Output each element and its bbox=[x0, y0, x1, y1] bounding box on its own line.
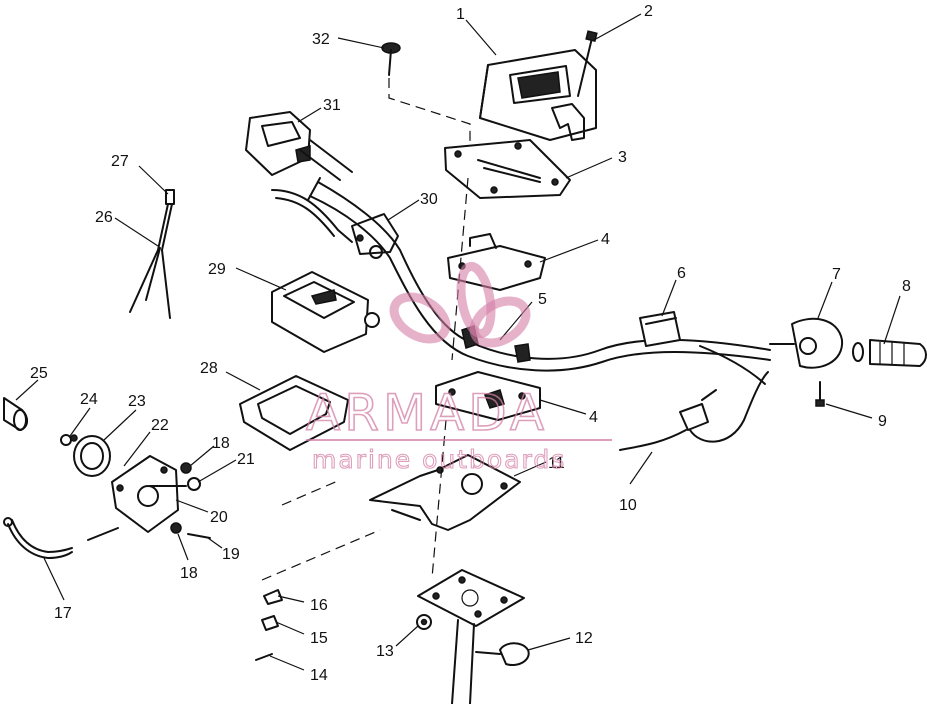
callout-30: 30 bbox=[420, 191, 438, 208]
callout-14: 14 bbox=[310, 667, 328, 684]
part-25-bulb-socket bbox=[3, 397, 28, 431]
part-23-seal-ring bbox=[73, 435, 111, 477]
callout-21: 21 bbox=[237, 451, 255, 468]
callout-9: 9 bbox=[878, 413, 887, 430]
callout-2: 2 bbox=[644, 3, 653, 20]
part-18-nut-upper bbox=[180, 462, 192, 474]
part-28-bezel bbox=[239, 375, 349, 451]
part-11-bracket bbox=[369, 454, 521, 531]
part-16-clip bbox=[263, 589, 283, 605]
callout-10: 10 bbox=[619, 497, 637, 514]
callout-3: 3 bbox=[618, 149, 627, 166]
guide-line-28 bbox=[281, 479, 341, 506]
callout-11: 11 bbox=[548, 455, 565, 472]
part-9-screw bbox=[815, 381, 825, 407]
part-4-upper-clamp bbox=[447, 233, 546, 291]
callout-6: 6 bbox=[677, 265, 686, 282]
callout-18-upper: 18 bbox=[212, 435, 230, 452]
callout-31: 31 bbox=[323, 97, 341, 114]
callout-4-lower: 4 bbox=[589, 409, 598, 426]
callout-23: 23 bbox=[128, 393, 146, 410]
watermark-tagline: marine outboards bbox=[312, 445, 566, 474]
callout-7: 7 bbox=[832, 266, 841, 283]
callout-19: 19 bbox=[222, 546, 240, 563]
watermark: ARMADA marine outboards bbox=[305, 261, 612, 475]
callout-28: 28 bbox=[200, 360, 218, 377]
part-6-throttle-block bbox=[639, 311, 681, 347]
callout-20: 20 bbox=[210, 509, 228, 526]
callout-5: 5 bbox=[538, 291, 547, 308]
callout-15: 15 bbox=[310, 630, 328, 647]
part-21-nut bbox=[187, 477, 201, 491]
part-3-mounting-plate bbox=[444, 139, 571, 199]
guide-line-16 bbox=[261, 529, 381, 581]
guide-line-centre-upper bbox=[451, 177, 469, 361]
callout-labels: 1 2 3 4 5 6 7 8 9 10 11 12 13 14 15 16 1… bbox=[30, 3, 911, 684]
callout-12: 12 bbox=[575, 630, 593, 647]
leader-lines bbox=[15, 13, 901, 671]
part-26-wiring-harness bbox=[129, 189, 175, 319]
callout-1: 1 bbox=[456, 6, 465, 23]
callout-22: 22 bbox=[151, 417, 169, 434]
watermark-logo bbox=[389, 261, 531, 348]
callout-26: 26 bbox=[95, 209, 113, 226]
callout-25: 25 bbox=[30, 365, 48, 382]
callout-4-upper: 4 bbox=[601, 231, 610, 248]
callout-13: 13 bbox=[376, 643, 394, 660]
part-15-washer bbox=[261, 615, 279, 631]
callout-18-lower: 18 bbox=[180, 565, 198, 582]
callout-27: 27 bbox=[111, 153, 129, 170]
watermark-brand: ARMADA bbox=[306, 384, 548, 442]
part-29-gauge bbox=[271, 271, 380, 353]
part-17-cable bbox=[3, 517, 73, 559]
guide-line-centre-lower bbox=[431, 419, 447, 579]
callout-29: 29 bbox=[208, 261, 226, 278]
callout-17: 17 bbox=[54, 605, 72, 622]
part-14-pin bbox=[255, 653, 273, 661]
part-5-handlebar bbox=[307, 177, 771, 385]
part-24-grommet bbox=[60, 434, 78, 446]
steering-post bbox=[417, 569, 525, 704]
callout-8: 8 bbox=[902, 278, 911, 295]
part-10-switch-cable bbox=[619, 371, 769, 451]
part-2-screw bbox=[577, 30, 598, 97]
part-7-throttle-housing bbox=[769, 317, 844, 369]
part-20-gauge-housing bbox=[87, 455, 187, 541]
part-19-screw bbox=[187, 533, 211, 539]
part-32-screw bbox=[381, 42, 401, 76]
part-8-grip bbox=[852, 339, 927, 367]
part-30-lever-assembly bbox=[271, 189, 399, 259]
callout-24: 24 bbox=[80, 391, 98, 408]
callout-16: 16 bbox=[310, 597, 328, 614]
part-18-nut-lower bbox=[170, 522, 182, 534]
part-12-clamp bbox=[475, 642, 530, 666]
part-13-nut bbox=[416, 614, 432, 630]
part-1-pod-cover bbox=[479, 49, 597, 141]
part-4-lower-clamp bbox=[435, 371, 541, 421]
callout-32: 32 bbox=[312, 31, 330, 48]
part-31-switch-housing bbox=[245, 111, 353, 181]
